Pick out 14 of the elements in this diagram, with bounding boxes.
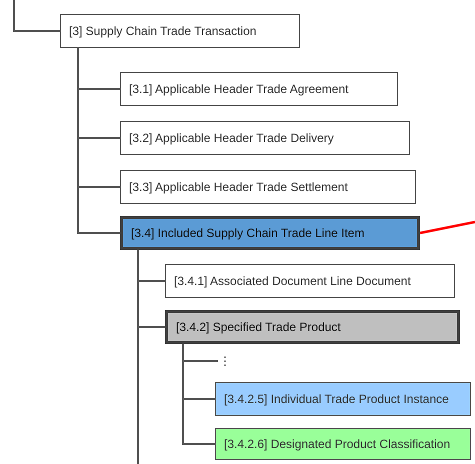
- tree-node-box: [3.4] Included Supply Chain Trade Line Item: [120, 216, 420, 250]
- connector-line: [13, 0, 60, 32]
- connector-line: [420, 220, 475, 234]
- connector-line: [77, 48, 120, 234]
- tree-node-box: [3.4.2] Specified Trade Product: [165, 310, 460, 344]
- tree-node-box: [3.3] Applicable Header Trade Settlement: [120, 170, 416, 204]
- tree-node-box: [3.4.2.5] Individual Trade Product Instance: [215, 382, 471, 416]
- tree-node-box: [3.1] Applicable Header Trade Agreement: [120, 72, 398, 106]
- tree-node-box: [3] Supply Chain Trade Transaction: [60, 14, 300, 48]
- tree-node-box: [3.4.1] Associated Document Line Document: [165, 264, 455, 298]
- ellipsis-text: ⋮: [218, 348, 232, 374]
- connector-line: [137, 250, 139, 464]
- tree-node-box: [3.4.2.6] Designated Product Classification: [215, 428, 471, 460]
- tree-node-box: [3.2] Applicable Header Trade Delivery: [120, 121, 410, 155]
